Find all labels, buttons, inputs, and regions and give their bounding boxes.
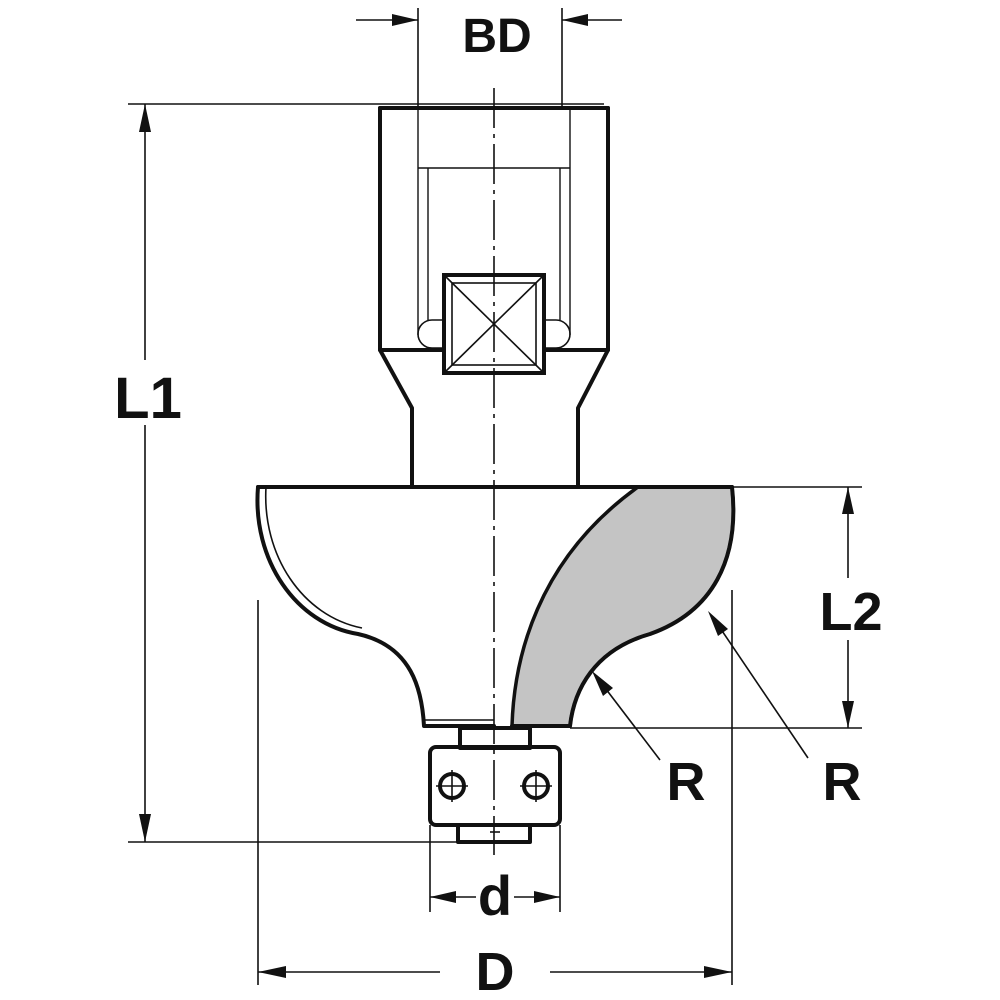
cutting-edge-shaded [510, 485, 736, 728]
label-l1: L1 [114, 366, 182, 431]
label-radius-outer: R [823, 752, 862, 812]
label-bd: BD [462, 10, 531, 63]
label-d: d [478, 864, 512, 927]
radius-leader-outer [708, 611, 809, 759]
dimension-bd [356, 8, 622, 108]
dimension-l1 [128, 103, 458, 843]
dimension-l2 [570, 486, 862, 729]
dimension-cutting-diameter [257, 590, 733, 985]
label-l2: L2 [819, 582, 882, 642]
bearing [428, 726, 562, 844]
bearing-screw-left [436, 770, 468, 802]
radius-leader-inner [592, 671, 661, 761]
cutter-body [255, 485, 736, 728]
label-radius-inner: R [667, 752, 706, 812]
dimension-d [429, 825, 561, 912]
label-cutting-diameter: D [476, 942, 515, 1000]
bearing-screw-right [520, 770, 552, 802]
